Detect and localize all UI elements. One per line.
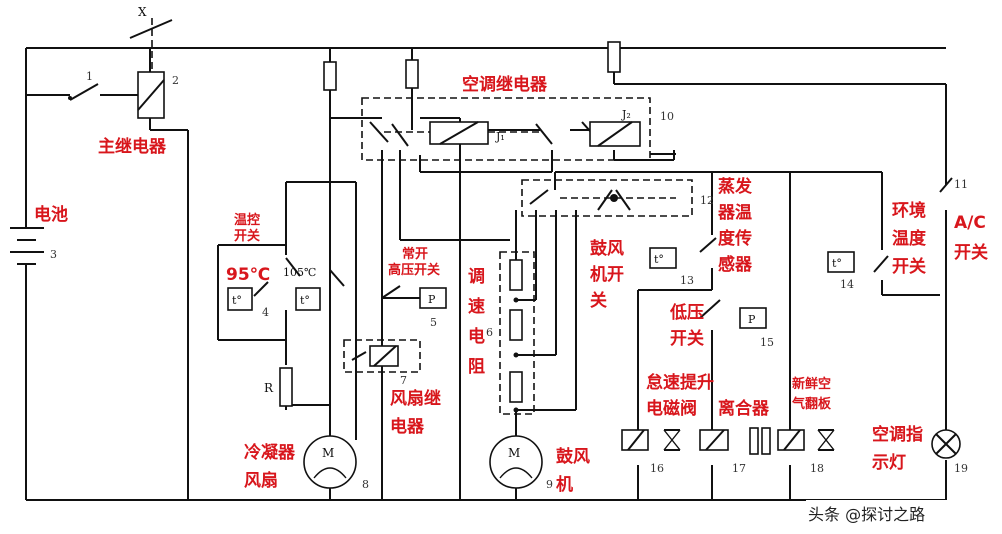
ac-switch-label-1: A/C: [954, 213, 986, 233]
fresh-air-label-1: 新鲜空: [792, 376, 831, 392]
evap-sensor-label-4: 感器: [718, 254, 753, 275]
idle-valve-label-2: 电磁阀: [646, 398, 697, 419]
svg-text:11: 11: [954, 178, 968, 191]
evap-sensor-label-1: 蒸发: [718, 176, 753, 197]
clutch-coil: 17: [699, 427, 771, 475]
blower-label-2: 机: [556, 474, 573, 495]
svg-text:t°: t°: [832, 257, 842, 270]
blower-motor: M 9: [489, 435, 553, 491]
svg-text:P: P: [748, 313, 756, 326]
svg-text:8: 8: [362, 478, 369, 491]
switch-x-label: X: [138, 5, 147, 19]
fuses: [323, 41, 621, 91]
blower-motor-m: M: [508, 446, 520, 460]
svg-text:16: 16: [650, 462, 664, 475]
speed-resistor-label-1: 调: [468, 267, 485, 287]
ac-relay-label: 空调继电器: [462, 74, 548, 95]
condenser-motor-m: M: [322, 446, 334, 460]
fresh-air-label-2: 气翻板: [792, 396, 832, 412]
svg-text:t°: t°: [300, 294, 310, 307]
battery-symbol: 3: [8, 216, 57, 290]
watermark: 头条 @探讨之路: [808, 505, 925, 524]
idle-valve-label-1: 怠速提升: [646, 372, 714, 393]
condenser-fan-motor: M 8: [303, 435, 369, 491]
low-pressure-switch: P 15: [699, 299, 774, 349]
clutch-label: 离合器: [718, 398, 770, 419]
main-switch-x: X: [129, 5, 173, 70]
hp-switch-label-2: 高压开关: [388, 262, 440, 278]
indicator-label-2: 示灯: [872, 453, 906, 473]
speed-resistor: 6: [486, 251, 535, 415]
main-relay-label: 主继电器: [98, 136, 167, 157]
temp-95-label: 95℃: [226, 265, 270, 285]
svg-text:18: 18: [810, 462, 824, 475]
temp-switch-label-1: 温控: [234, 212, 260, 228]
low-pressure-label-2: 开关: [670, 328, 704, 349]
svg-text:t°: t°: [232, 294, 242, 307]
labels: 主继电器 电池 空调继电器 温控 开关 95℃ 常开 高压开关 调 速 电 阻 …: [34, 74, 988, 526]
svg-text:15: 15: [760, 336, 774, 349]
wiring: [25, 44, 947, 501]
blower-label-1: 鼓风: [556, 446, 590, 467]
speed-resistor-label-4: 阻: [468, 357, 485, 377]
svg-text:13: 13: [680, 274, 694, 287]
relay-j1-label: J₁: [495, 130, 505, 143]
ac-switch-label-2: 开关: [954, 242, 988, 263]
ac-switch: 11: [939, 177, 968, 193]
svg-text:t°: t°: [654, 253, 664, 266]
condenser-fan-label-2: 风扇: [244, 470, 278, 491]
svg-text:14: 14: [840, 278, 854, 291]
blower-switch: 12: [521, 179, 714, 217]
battery-label: 电池: [34, 204, 68, 225]
hp-switch-label-1: 常开: [402, 246, 428, 262]
ambient-temp-switch: t° 14: [827, 251, 889, 291]
relay-j2-label: J₂: [621, 108, 631, 121]
ambient-switch-label-1: 环境: [892, 200, 926, 221]
svg-text:10: 10: [660, 110, 674, 123]
fresh-air-valve: 18: [777, 429, 835, 475]
svg-text:7: 7: [400, 374, 407, 387]
resistor-r-label: R: [264, 381, 274, 395]
svg-text:5: 5: [430, 316, 437, 329]
indicator-lamp: 19: [931, 429, 968, 475]
fan-relay-label-1: 风扇继: [390, 388, 441, 409]
svg-text:P: P: [428, 293, 436, 306]
svg-text:4: 4: [262, 306, 269, 319]
resistor-r: R: [264, 367, 293, 407]
ac-relay-box: J₁ J₂ 10: [361, 97, 676, 161]
evap-sensor-label-3: 度传: [718, 228, 752, 249]
switch-1: 1: [68, 70, 99, 101]
speed-resistor-label-2: 速: [468, 296, 485, 317]
evap-sensor-label-2: 器温: [717, 203, 752, 223]
svg-text:1: 1: [86, 70, 93, 83]
speed-resistor-label-3: 电: [468, 326, 485, 347]
svg-text:6: 6: [486, 326, 493, 339]
indicator-label-1: 空调指: [872, 424, 923, 445]
fan-relay: 7: [343, 339, 421, 387]
svg-text:19: 19: [954, 462, 968, 475]
blower-switch-label-1: 鼓风: [590, 238, 624, 259]
idle-solenoid-valve: 16: [621, 429, 681, 475]
evap-sensor: t° 13: [649, 237, 717, 287]
ambient-switch-label-3: 开关: [892, 256, 926, 277]
main-relay-coil: 2: [137, 71, 179, 119]
svg-text:12: 12: [700, 194, 714, 207]
svg-text:3: 3: [50, 248, 57, 261]
temp-switch-label-2: 开关: [234, 228, 260, 244]
temp-105: 105℃: [283, 266, 316, 279]
svg-text:2: 2: [172, 74, 179, 87]
blower-switch-label-3: 关: [590, 290, 607, 311]
fan-relay-label-2: 电器: [390, 416, 425, 437]
low-pressure-label-1: 低压: [669, 302, 704, 323]
svg-text:9: 9: [546, 478, 553, 491]
condenser-fan-label-1: 冷凝器: [244, 442, 296, 463]
temp-control: t° t° 4 105℃: [227, 257, 345, 319]
ambient-switch-label-2: 温度: [892, 228, 927, 249]
high-pressure-switch: P 5: [381, 285, 447, 329]
svg-text:17: 17: [732, 462, 746, 475]
blower-switch-label-2: 机开: [590, 264, 624, 285]
